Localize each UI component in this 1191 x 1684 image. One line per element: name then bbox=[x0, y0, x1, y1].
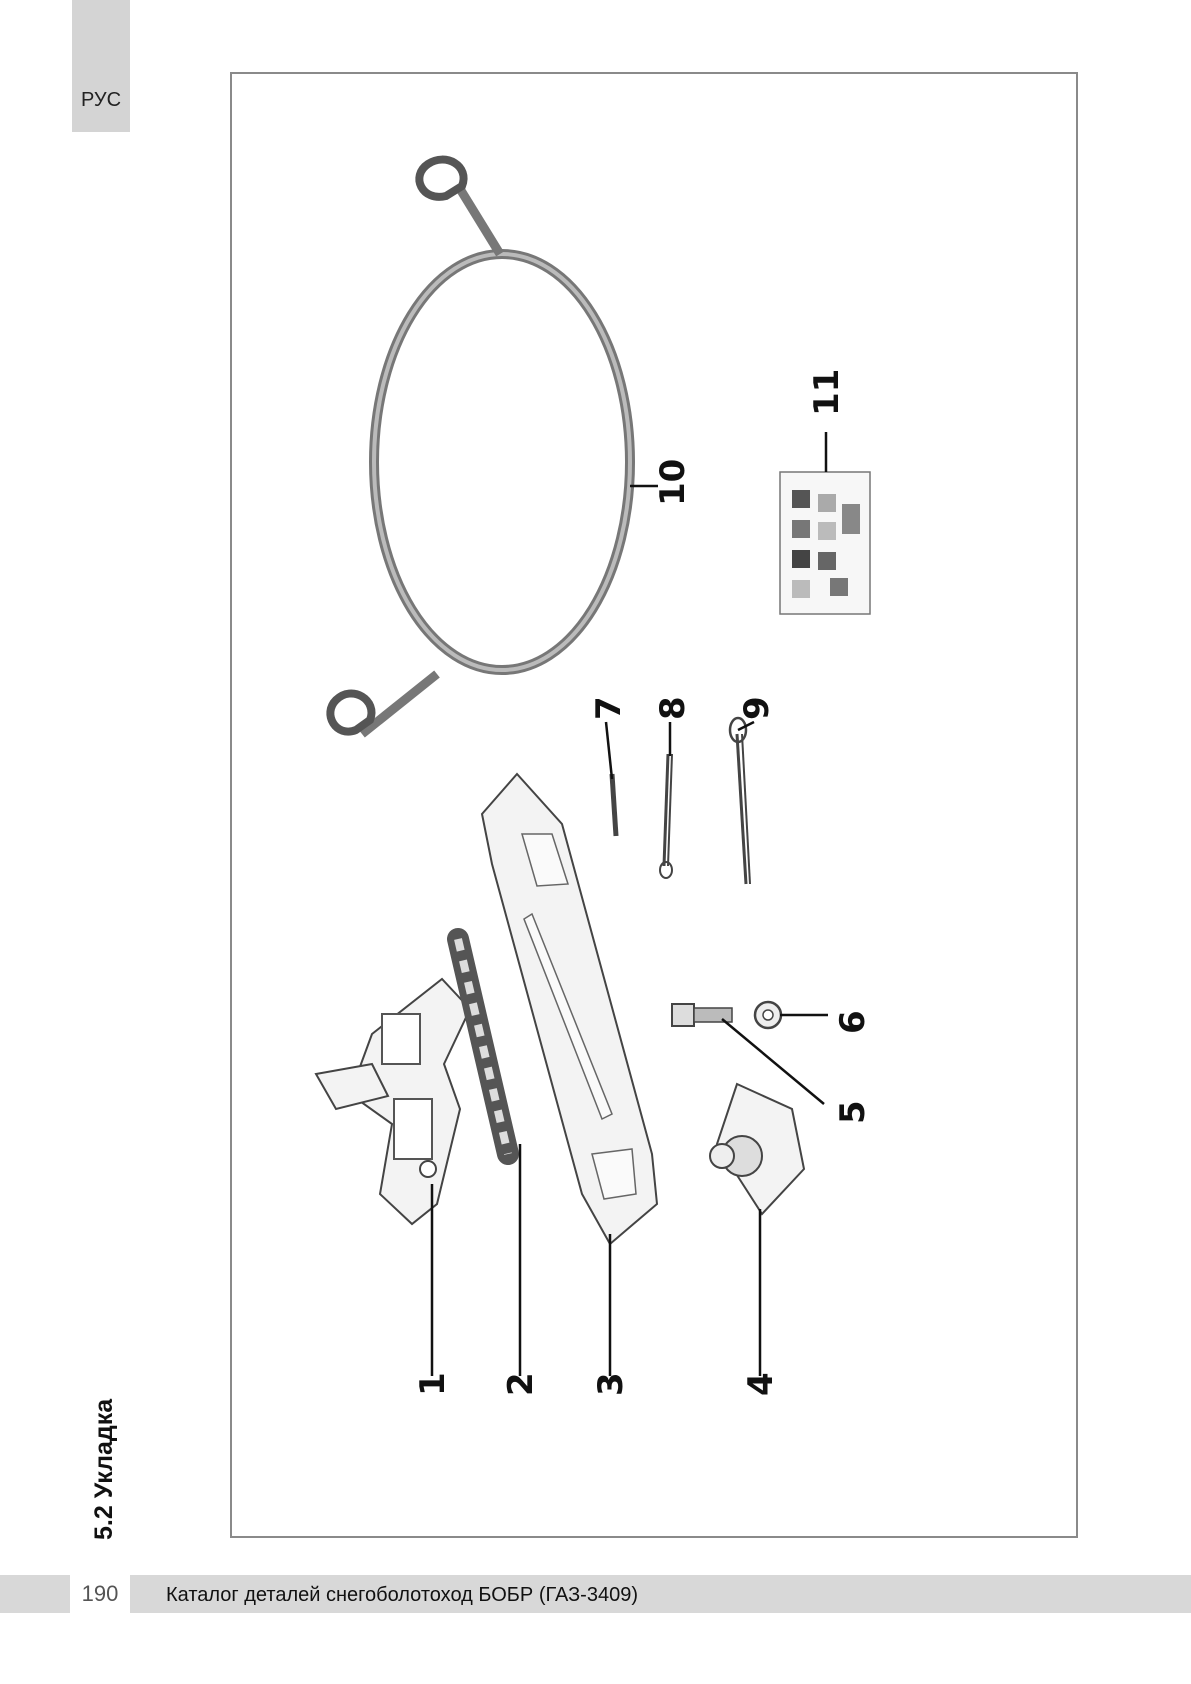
part-9-cotter-pin bbox=[728, 716, 751, 885]
parts-illustration-frame: 1 2 3 4 5 6 7 8 9 10 11 bbox=[230, 72, 1078, 1538]
callout-10: 10 bbox=[653, 459, 693, 506]
catalog-title: Каталог деталей снегоболотоход БОБР (ГАЗ… bbox=[166, 1584, 638, 1606]
callout-1: 1 bbox=[413, 1372, 453, 1396]
section-title-text: 5.2 Укладка bbox=[90, 1398, 118, 1540]
part-3-runner bbox=[480, 772, 659, 1246]
callout-8: 8 bbox=[653, 696, 693, 720]
callout-9: 9 bbox=[737, 696, 777, 720]
callout-2: 2 bbox=[501, 1372, 541, 1396]
part-1-bracket bbox=[314, 977, 472, 1226]
exploded-parts-diagram: 1 2 3 4 5 6 7 8 9 10 11 bbox=[314, 155, 873, 1396]
callout-7: 7 bbox=[589, 696, 629, 720]
page-number-box: 190 bbox=[70, 1575, 130, 1613]
part-2-axle bbox=[447, 928, 519, 1165]
callout-3: 3 bbox=[591, 1372, 631, 1396]
callout-5: 5 bbox=[833, 1100, 873, 1124]
callout-labels: 1 2 3 4 5 6 7 8 9 10 11 bbox=[413, 369, 873, 1396]
callout-4: 4 bbox=[741, 1372, 781, 1396]
leader-lines bbox=[430, 432, 828, 1376]
part-10-wire-rope bbox=[326, 155, 635, 738]
page-number: 190 bbox=[81, 1581, 119, 1606]
part-6-washer bbox=[753, 1000, 783, 1030]
part-4-plate bbox=[709, 1082, 806, 1216]
callout-11: 11 bbox=[807, 369, 847, 416]
footer-bar bbox=[0, 1575, 1191, 1613]
part-5-bolt bbox=[671, 1003, 733, 1027]
callout-6: 6 bbox=[833, 1010, 873, 1034]
part-11-fuse-kit bbox=[779, 471, 871, 615]
language-label: РУС bbox=[80, 89, 122, 111]
language-tab: РУС bbox=[72, 0, 130, 132]
part-7-pin bbox=[609, 773, 619, 837]
part-8-cotter-pin bbox=[659, 753, 673, 879]
